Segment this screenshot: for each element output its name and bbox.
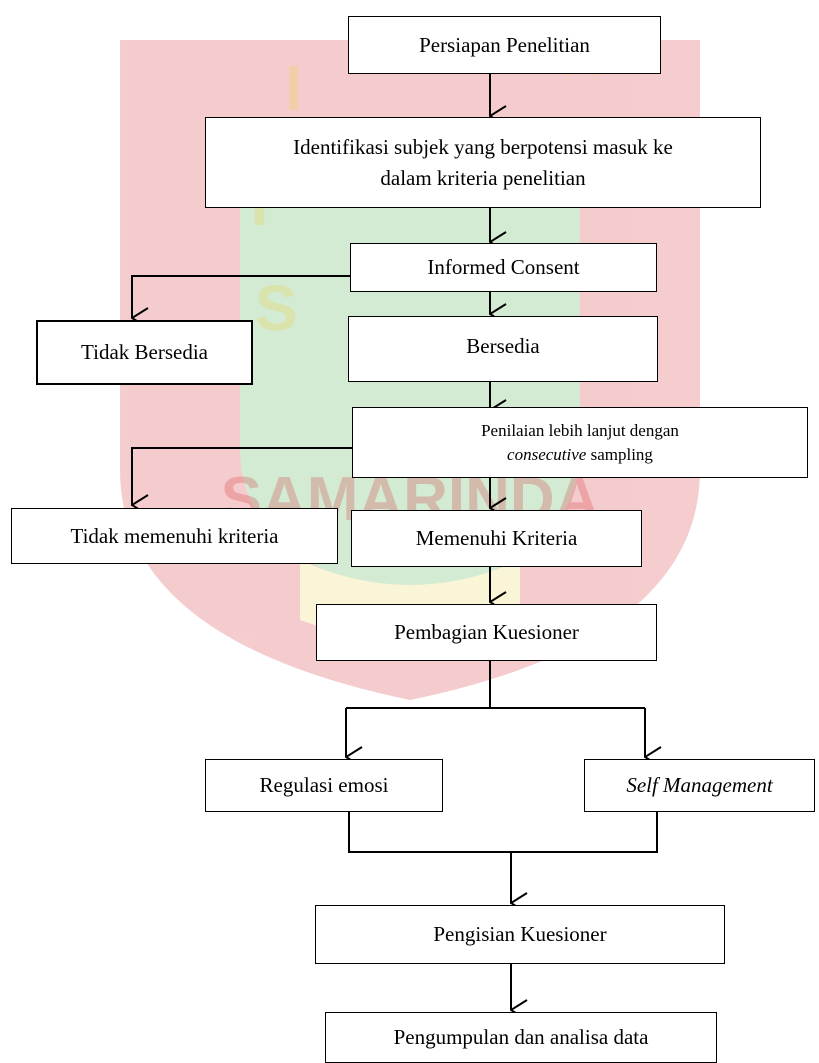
watermark-letter: S (255, 272, 298, 344)
box-pengumpulan-data: Pengumpulan dan analisa data (325, 1012, 717, 1063)
box-penilaian-rest: sampling (586, 444, 653, 464)
box-informed-consent-label: Informed Consent (427, 255, 580, 280)
box-pengumpulan-label: Pengumpulan dan analisa data (393, 1025, 649, 1050)
box-memenuhi-label: Memenuhi Kriteria (415, 526, 578, 551)
box-self-management-label: Self Management (626, 773, 773, 798)
watermark-letter: I (285, 52, 303, 124)
box-tidak-memenuhi-kriteria: Tidak memenuhi kriteria (11, 508, 338, 564)
box-bersedia-label: Bersedia (466, 334, 540, 358)
box-regulasi-emosi: Regulasi emosi (205, 759, 443, 812)
box-persiapan-penelitian: Persiapan Penelitian (348, 16, 661, 74)
box-pembagian-kuesioner: Pembagian Kuesioner (316, 604, 657, 661)
box-bersedia: Bersedia (348, 316, 658, 382)
box-penilaian-italic: consecutive (507, 444, 587, 464)
box-informed-consent: Informed Consent (350, 243, 657, 292)
box-persiapan-label: Persiapan Penelitian (419, 32, 590, 57)
box-penilaian-lanjut: Penilaian lebih lanjut dengan consecutiv… (352, 407, 808, 478)
box-tidak-bersedia: Tidak Bersedia (36, 320, 253, 385)
box-identifikasi-line1: Identifikasi subjek yang berpotensi masu… (293, 135, 673, 160)
box-self-management: Self Management (584, 759, 815, 812)
box-penilaian-line2: consecutive sampling (507, 443, 653, 467)
box-identifikasi-subjek: Identifikasi subjek yang berpotensi masu… (205, 117, 761, 208)
connector-consent-tidak-bersedia (131, 275, 350, 318)
box-regulasi-label: Regulasi emosi (259, 773, 389, 798)
box-tidak-memenuhi-label: Tidak memenuhi kriteria (70, 523, 279, 548)
box-tidak-bersedia-label: Tidak Bersedia (81, 340, 208, 365)
box-pengisian-kuesioner: Pengisian Kuesioner (315, 905, 725, 964)
box-penilaian-line1: Penilaian lebih lanjut dengan (481, 420, 679, 440)
box-pembagian-label: Pembagian Kuesioner (394, 620, 579, 645)
connector-penilaian-tidak-memenuhi (131, 447, 352, 505)
box-identifikasi-line2: dalam kriteria penelitian (380, 165, 586, 190)
box-memenuhi-kriteria: Memenuhi Kriteria (351, 510, 642, 567)
connector-merge (348, 812, 658, 853)
box-pengisian-label: Pengisian Kuesioner (433, 922, 607, 947)
